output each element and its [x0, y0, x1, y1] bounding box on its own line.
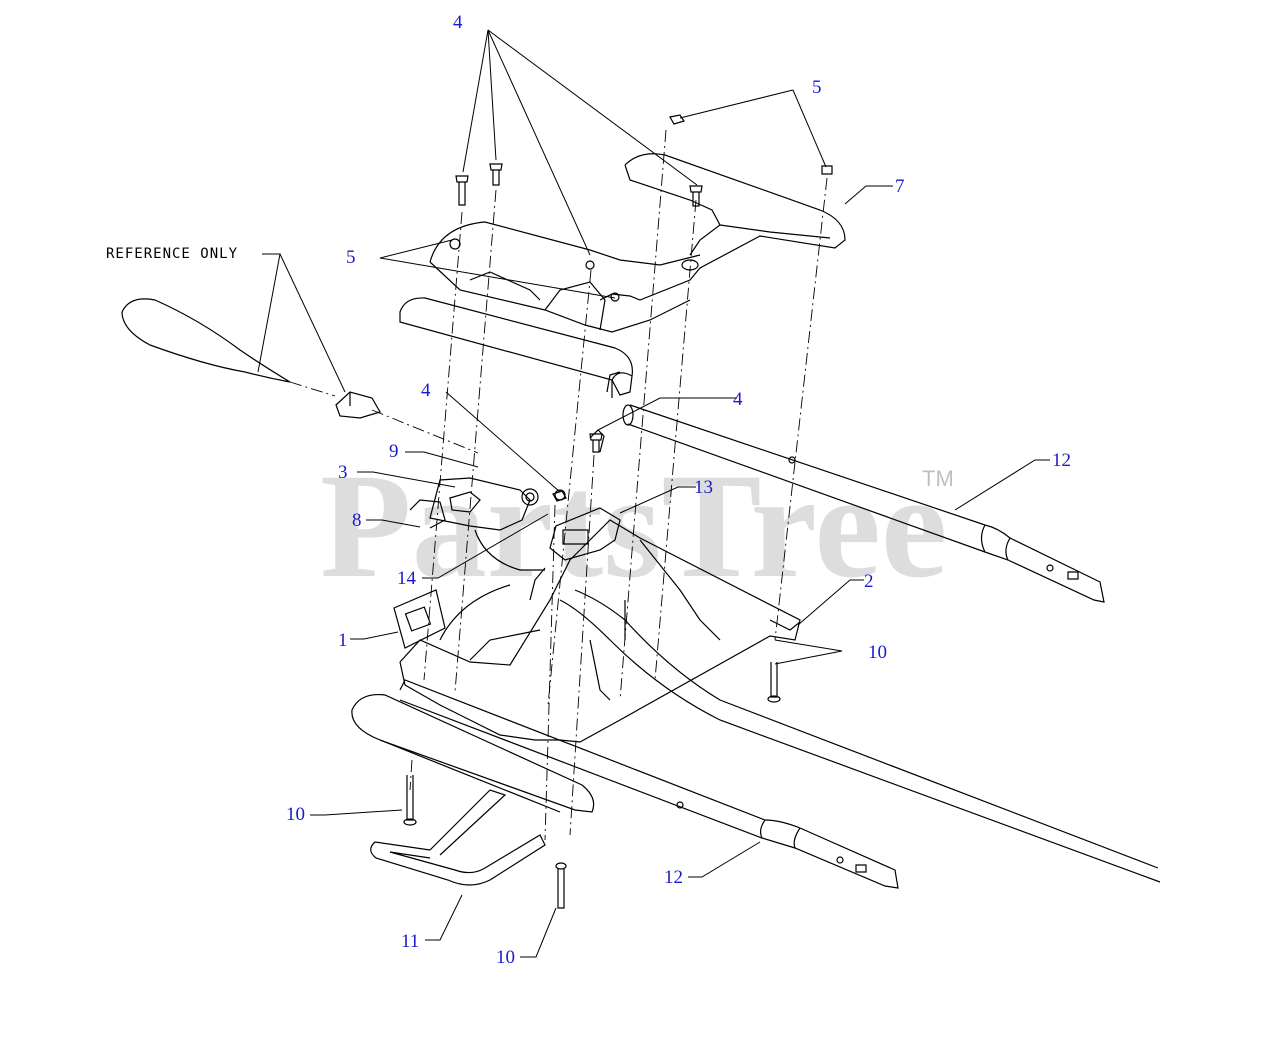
callout-part-4[interactable]: 4: [733, 389, 743, 410]
callout-part-8[interactable]: 8: [352, 510, 362, 531]
reference-cable: [122, 299, 380, 418]
fastener-pins: [404, 115, 832, 908]
callout-part-3[interactable]: 3: [338, 462, 348, 483]
alignment-lines: [290, 130, 827, 840]
callout-part-11[interactable]: 11: [401, 931, 420, 952]
callout-part-12[interactable]: 12: [664, 867, 683, 888]
callout-part-13[interactable]: 13: [694, 477, 713, 498]
callout-part-9[interactable]: 9: [389, 441, 399, 462]
callout-part-12[interactable]: 12: [1052, 450, 1071, 471]
callout-part-14[interactable]: 14: [397, 568, 416, 589]
bail-handle: [371, 790, 545, 885]
callout-part-4[interactable]: 4: [453, 12, 463, 33]
callout-part-4[interactable]: 4: [421, 380, 431, 401]
callout-part-5[interactable]: 5: [346, 247, 356, 268]
callout-part-1[interactable]: 1: [338, 630, 348, 651]
handle-top-cover: [430, 154, 845, 332]
handle-tube-right: [623, 405, 1104, 602]
lower-left-handle: [352, 680, 898, 888]
front-cover: [400, 298, 632, 398]
callout-part-10[interactable]: 10: [868, 642, 887, 663]
callout-part-10[interactable]: 10: [496, 947, 515, 968]
leader-lines: [258, 30, 1050, 957]
main-deck-assembly: [400, 508, 1160, 882]
callout-part-10[interactable]: 10: [286, 804, 305, 825]
callout-part-5[interactable]: 5: [812, 77, 822, 98]
control-box: [410, 430, 604, 570]
callout-part-2[interactable]: 2: [864, 571, 874, 592]
reference-only-label: REFERENCE ONLY: [106, 246, 239, 262]
control-panel: [394, 590, 445, 648]
trademark-symbol: TM: [922, 466, 954, 491]
callout-part-7[interactable]: 7: [895, 176, 905, 197]
